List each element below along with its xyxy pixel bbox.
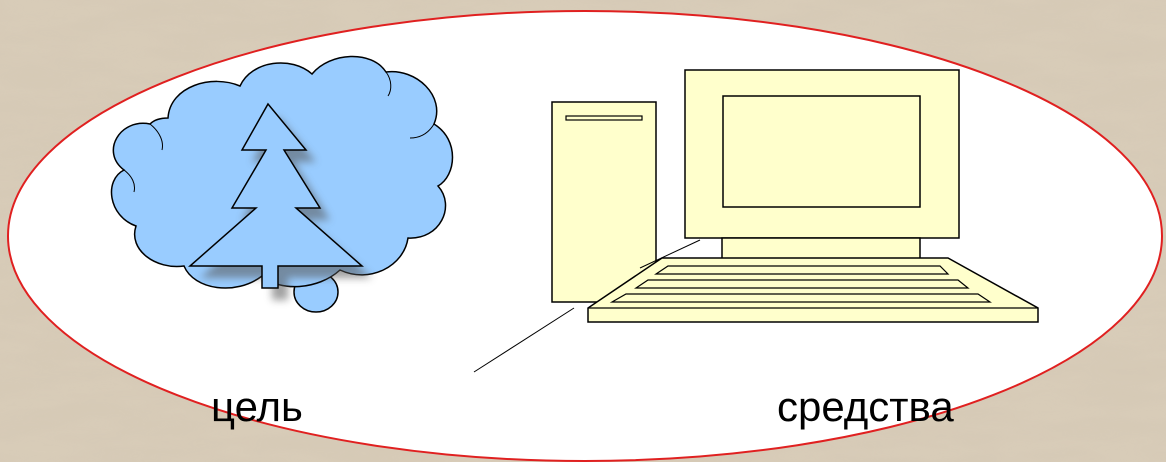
keyboard-keys-row-1 [654, 265, 950, 275]
monitor-screen [722, 95, 921, 208]
keyboard-keys-row-3 [609, 293, 992, 303]
cloud-curl-2 [385, 71, 392, 97]
keyboard-keys-row-2 [634, 279, 970, 289]
means-label: средства [777, 383, 954, 430]
fir-tree-icon [188, 102, 364, 289]
system-unit [551, 101, 657, 303]
cloud-curl-4 [123, 169, 135, 193]
cloud-curl-3 [409, 123, 435, 139]
desktop-computer-icon [551, 69, 1039, 323]
drive-slot [565, 115, 643, 121]
goal-label: цель [211, 383, 303, 430]
cloud-with-fir-tree-icon [110, 55, 454, 313]
cloud-curl-1 [149, 123, 163, 151]
cable-line [639, 239, 701, 269]
connector-line [473, 307, 575, 373]
